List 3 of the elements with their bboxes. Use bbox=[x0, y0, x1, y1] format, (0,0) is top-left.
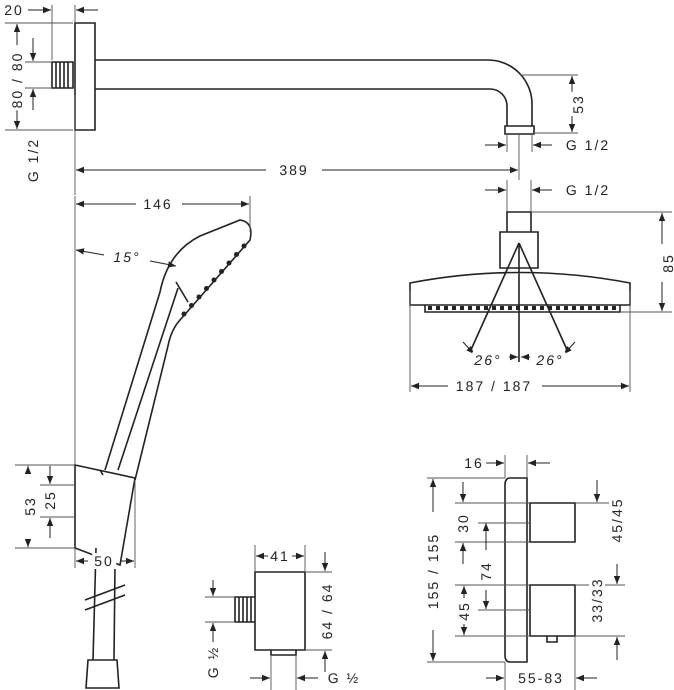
dimension-label: 50 bbox=[92, 553, 116, 569]
dimension-label: 26° bbox=[534, 352, 566, 368]
dimension-label: 16 bbox=[462, 455, 486, 471]
